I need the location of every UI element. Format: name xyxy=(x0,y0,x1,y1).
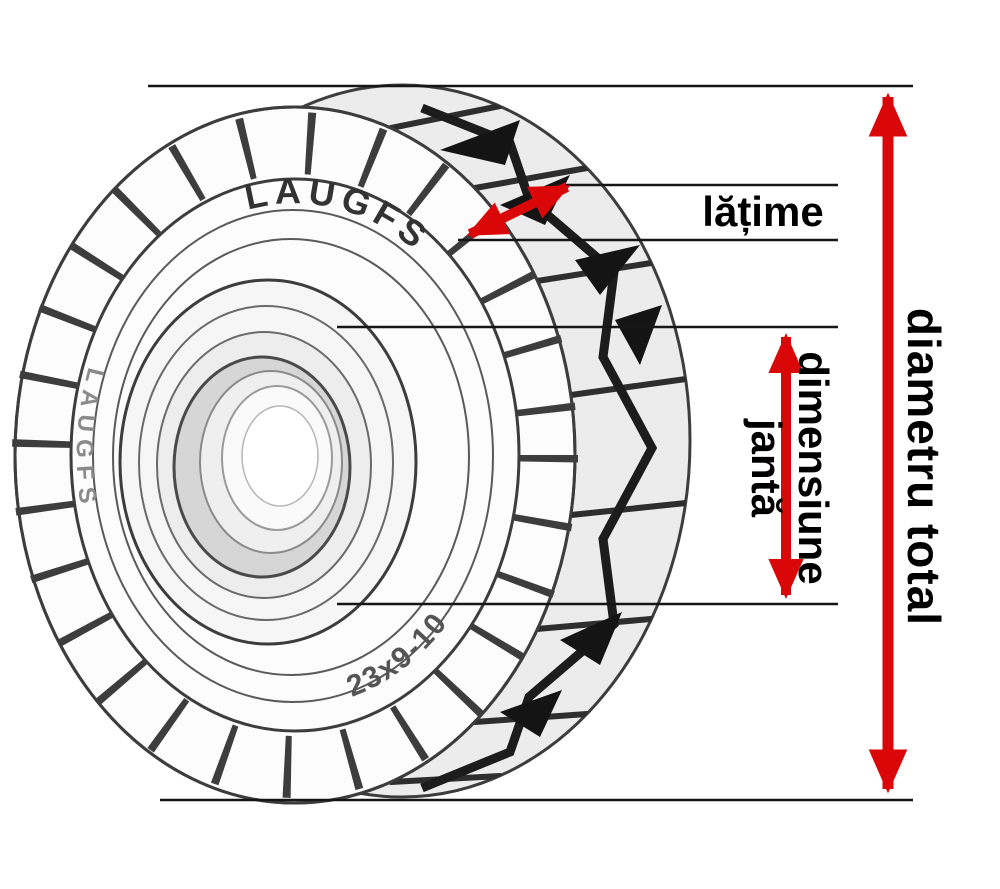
rim-dimension-label: dimensiune jantă xyxy=(743,338,837,598)
tire-illustration: LAUGFS LAUGFS 23x9-10 xyxy=(12,83,692,805)
tread-lugs xyxy=(12,112,578,798)
total-diameter-label: diametru total xyxy=(898,307,950,627)
width-arrow xyxy=(466,182,571,239)
width-label: lățime xyxy=(702,188,824,235)
measurement-arrows xyxy=(466,92,908,794)
rim-dimension-label-line2: jantă xyxy=(743,418,790,518)
rim-dimension-label-line1: dimensiune xyxy=(790,351,837,585)
wheel-rim xyxy=(118,278,418,646)
dimension-lines xyxy=(148,84,913,802)
